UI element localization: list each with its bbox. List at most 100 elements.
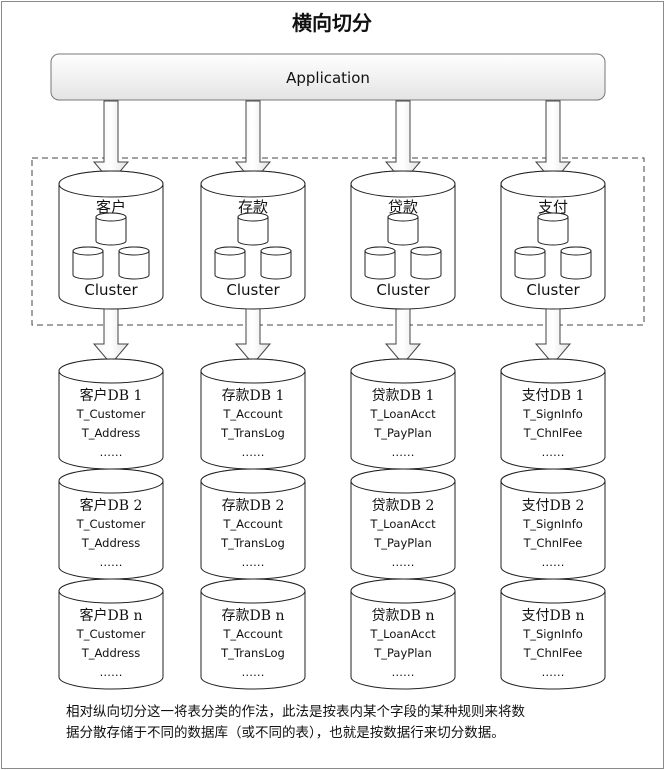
group-3-db-3-label: 贷款DB n	[372, 608, 435, 624]
group-2-node-left	[214, 246, 246, 280]
group-1-cluster-label: Cluster	[84, 281, 138, 299]
group-3-db-3: 贷款DB nT_LoanAcctT_PayPlan……	[350, 578, 456, 690]
group-3-node-top	[387, 212, 419, 246]
group-1-db-2-label: 客户DB 2	[80, 497, 143, 514]
group-2-node-right	[260, 246, 292, 280]
group-4-db-1-label: 支付DB 1	[522, 388, 585, 404]
group-1-db-3-table-1: T_Customer	[76, 627, 146, 641]
group-1-db-3-table-2: T_Address	[81, 646, 141, 660]
group-1-db-2-table-1: T_Customer	[76, 517, 146, 531]
group-2-db-3: 存款DB nT_AccountT_TransLog……	[200, 578, 306, 690]
group-4-db-1: 支付DB 1T_SignInfoT_ChnlFee……	[500, 358, 606, 470]
group-4-db-3: 支付DB nT_SignInfoT_ChnlFee……	[500, 578, 606, 690]
cluster-region	[31, 157, 645, 326]
group-1-db-3-label: 客户DB n	[80, 607, 143, 624]
group-2-db-3-table-2: T_TransLog	[220, 646, 285, 660]
group-1-db-2-cylinder	[58, 468, 164, 580]
group-2-name: 存款	[238, 198, 268, 216]
group-3-db-2-table-2: T_PayPlan	[373, 536, 432, 550]
group-1-db-3-table-3: ……	[100, 665, 123, 679]
group-1-node-left	[72, 246, 104, 280]
group-4-cluster-label: Cluster	[526, 281, 580, 299]
group-3-cluster-label: Cluster	[376, 281, 430, 299]
arrows-layer	[92, 100, 572, 365]
group-2-node-top	[237, 212, 269, 246]
group-4-db-2: 支付DB 2T_SignInfoT_ChnlFee……	[500, 468, 606, 580]
group-4-db-2-table-3: ……	[542, 555, 565, 569]
group-4-db-1-table-1: T_SignInfo	[522, 407, 583, 421]
group-3-db-3-table-2: T_PayPlan	[373, 646, 432, 660]
group-4-node-top	[537, 212, 569, 246]
group-1-node-right	[118, 246, 150, 280]
group-4-db-1-table-3: ……	[542, 445, 565, 459]
group-3-db-1-label: 贷款DB 1	[372, 388, 435, 404]
caption-line-2: 据分散存储于不同的数据库（或不同的表），也就是按数据行来切分数据。	[66, 725, 505, 741]
group-2-db-2-table-2: T_TransLog	[220, 536, 285, 550]
group-3-db-2-cylinder	[350, 468, 456, 580]
group-2-db-3-cylinder	[200, 578, 306, 690]
group-3-db-1-table-3: ……	[392, 445, 415, 459]
group-3-db-2-label: 贷款DB 2	[372, 498, 435, 514]
group-1-db-1-label: 客户DB 1	[80, 387, 143, 404]
group-1-name: 客户	[96, 198, 126, 216]
group-2-db-1-cylinder	[200, 358, 306, 470]
group-4-db-2-table-1: T_SignInfo	[522, 517, 583, 531]
group-4-cluster-arrow	[534, 304, 572, 365]
group-2-db-2-table-3: ……	[242, 555, 265, 569]
group-3-db-3-table-1: T_LoanAcct	[369, 627, 436, 641]
group-3-name: 贷款	[388, 198, 418, 216]
application-label: Application	[286, 69, 370, 87]
caption-line-1: 相对纵向切分这一将表分类的作法，此法是按表内某个字段的某种规则来将数	[66, 703, 525, 720]
group-4-db-3-table-1: T_SignInfo	[522, 627, 583, 641]
diagram-title: 横向切分	[292, 11, 372, 35]
group-2-db-2-cylinder	[200, 468, 306, 580]
group-3-node-right	[410, 246, 442, 280]
group-3-db-3-cylinder	[350, 578, 456, 690]
group-1-db-1-table-3: ……	[100, 445, 123, 459]
group-4-db-1-cylinder	[500, 358, 606, 470]
group-1-db-2-table-2: T_Address	[81, 536, 141, 550]
group-4-db-2-label: 支付DB 2	[522, 498, 585, 514]
group-4-node-right	[560, 246, 592, 280]
group-3-db-1-cylinder	[350, 358, 456, 470]
application-box: Application	[50, 53, 606, 101]
group-4-db-2-cylinder	[500, 468, 606, 580]
group-2-db-1-table-3: ……	[242, 445, 265, 459]
group-4-db-3-table-2: T_ChnlFee	[523, 646, 583, 660]
group-2-db-2-label: 存款DB 2	[222, 498, 285, 514]
group-2-db-1-table-1: T_Account	[222, 407, 283, 421]
group-1-db-1-table-2: T_Address	[81, 426, 141, 440]
group-2-db-1-label: 存款DB 1	[222, 388, 285, 404]
group-1-db-1-table-1: T_Customer	[76, 407, 146, 421]
group-1-db-3-cylinder	[58, 578, 164, 690]
group-3-db-2-table-1: T_LoanAcct	[369, 517, 436, 531]
group-2-cluster-arrow	[234, 304, 272, 365]
group-2-db-1-table-2: T_TransLog	[220, 426, 285, 440]
group-2-db-2-table-1: T_Account	[222, 517, 283, 531]
group-3-cluster-arrow	[384, 304, 422, 365]
group-4-name: 支付	[538, 198, 568, 216]
group-3-node-left	[364, 246, 396, 280]
group-1-db-2-table-3: ……	[100, 555, 123, 569]
group-2-cluster-label: Cluster	[226, 281, 280, 299]
group-3-db-2-table-3: ……	[392, 555, 415, 569]
group-1-node-top	[95, 212, 127, 246]
group-1-cluster-arrow	[92, 304, 130, 365]
group-2-db-3-table-1: T_Account	[222, 627, 283, 641]
group-4-db-3-table-3: ……	[542, 665, 565, 679]
group-2-db-3-table-3: ……	[242, 665, 265, 679]
group-3-db-1-table-1: T_LoanAcct	[369, 407, 436, 421]
group-4-db-3-cylinder	[500, 578, 606, 690]
